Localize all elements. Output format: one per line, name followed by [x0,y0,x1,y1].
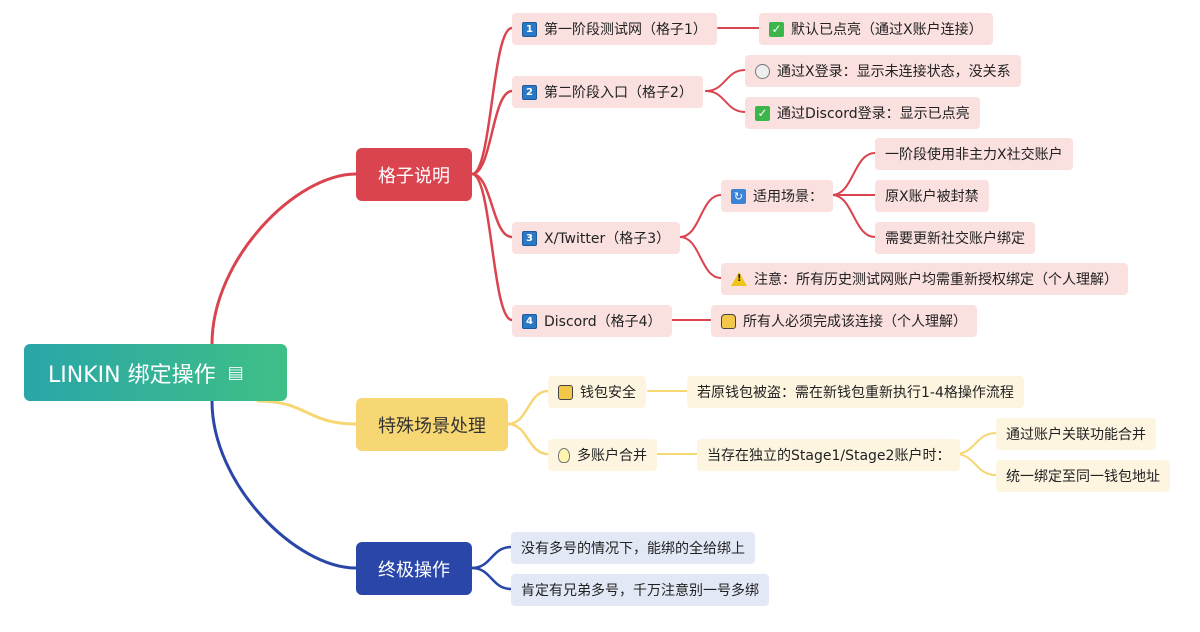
link-g3-warning [679,236,722,279]
special-multi[interactable]: 多账户合并 [548,439,657,471]
link-grid-item-3 [470,172,514,239]
grid-1-node[interactable]: 1 第一阶段测试网（格子1） [512,13,717,45]
number-1-icon: 1 [522,21,537,37]
link-ultimate-2 [470,566,513,591]
grid-3-scene[interactable]: ↻ 适用场景： [721,180,833,212]
link-g2-child-discord [705,90,746,113]
root-node[interactable]: LINKIN 绑定操作 ▤ [24,344,287,401]
link-g2-child-x [705,69,746,92]
special-multi-child[interactable]: 当存在独立的Stage1/Stage2账户时： [697,439,961,471]
ultimate-item[interactable]: 没有多号的情况下，能绑的全给绑上 [511,532,755,564]
ultimate-item-label: 没有多号的情况下，能绑的全给绑上 [521,541,745,557]
check-icon: ✓ [769,21,784,37]
special-wallet-label: 钱包安全 [580,385,636,401]
link-grid-item-1 [470,26,514,176]
link-scene-item-3 [831,194,876,238]
grid-2-child-discord[interactable]: ✓ 通过Discord登录：显示已点亮 [745,97,980,129]
grid-2-child-x-label: 通过X登录：显示未连接状态，没关系 [777,64,1011,80]
check-icon: ✓ [755,105,770,121]
link-grid-item-2 [470,89,514,176]
branch-grid[interactable]: 格子说明 [356,148,472,201]
link-multi-sub-2 [954,453,997,476]
grid-4-node[interactable]: 4 Discord（格子4） [512,305,672,337]
grid-1-child[interactable]: ✓ 默认已点亮（通过X账户连接） [759,13,993,45]
lock-icon [721,313,736,329]
special-wallet[interactable]: 钱包安全 [548,376,646,408]
multi-sub-item-label: 统一绑定至同一钱包地址 [1006,469,1160,485]
grid-2-node[interactable]: 2 第二阶段入口（格子2） [512,76,703,108]
number-3-icon: 3 [522,230,537,246]
number-4-icon: 4 [522,313,537,329]
grid-4-child-label: 所有人必须完成该连接（个人理解） [743,314,967,330]
grid-2-child-discord-label: 通过Discord登录：显示已点亮 [777,106,970,122]
scene-item[interactable]: 原X账户被封禁 [875,180,989,212]
branch-grid-label: 格子说明 [378,165,450,187]
grid-3-warning-label: 注意：所有历史测试网账户均需重新授权绑定（个人理解） [754,272,1118,288]
grid-2-child-x[interactable]: 通过X登录：显示未连接状态，没关系 [745,55,1021,87]
link-root-ultimate [210,399,358,570]
scene-item-label: 一阶段使用非主力X社交账户 [885,147,1063,163]
ultimate-item-label: 肯定有兄弟多号，千万注意别一号多绑 [521,583,759,599]
grid-3-scene-label: 适用场景： [753,189,823,205]
note-icon[interactable]: ▤ [227,362,244,383]
grid-4-child[interactable]: 所有人必须完成该连接（个人理解） [711,305,977,337]
link-scene-item-1 [831,152,876,196]
lightbulb-icon [558,447,570,463]
link-root-grid [210,172,358,346]
grid-3-node[interactable]: 3 X/Twitter（格子3） [512,222,681,254]
branch-special[interactable]: 特殊场景处理 [356,398,508,451]
multi-sub-item-label: 通过账户关联功能合并 [1006,427,1146,443]
scene-item[interactable]: 一阶段使用非主力X社交账户 [875,138,1073,170]
grid-3-label: X/Twitter（格子3） [544,231,671,247]
link-g3-scene [679,194,722,238]
link-root-special [256,399,358,426]
link-multi-sub-1 [954,432,997,455]
ultimate-item[interactable]: 肯定有兄弟多号，千万注意别一号多绑 [511,574,769,606]
special-wallet-child[interactable]: 若原钱包被盗：需在新钱包重新执行1-4格操作流程 [687,376,1024,408]
refresh-icon: ↻ [731,188,746,204]
grid-2-label: 第二阶段入口（格子2） [544,85,693,101]
special-multi-label: 多账户合并 [577,448,647,464]
scene-item-label: 需要更新社交账户绑定 [885,231,1025,247]
number-2-icon: 2 [522,84,537,100]
empty-circle-icon [755,63,770,79]
link-grid-item-4 [470,172,514,322]
grid-4-label: Discord（格子4） [544,314,662,330]
scene-item[interactable]: 需要更新社交账户绑定 [875,222,1035,254]
link-ultimate-1 [470,545,513,570]
wallet-lock-icon [558,384,573,400]
branch-special-label: 特殊场景处理 [378,415,486,437]
grid-1-child-label: 默认已点亮（通过X账户连接） [791,22,983,38]
grid-3-warning[interactable]: 注意：所有历史测试网账户均需重新授权绑定（个人理解） [721,263,1128,295]
multi-sub-item[interactable]: 通过账户关联功能合并 [996,418,1156,450]
multi-sub-item[interactable]: 统一绑定至同一钱包地址 [996,460,1170,492]
branch-ultimate-label: 终极操作 [378,559,450,581]
link-special-wallet [506,389,550,426]
root-title: LINKIN 绑定操作 [48,362,216,388]
special-multi-child-label: 当存在独立的Stage1/Stage2账户时： [707,448,951,464]
branch-ultimate[interactable]: 终极操作 [356,542,472,595]
warning-icon [731,272,747,286]
link-special-multi [506,422,550,456]
scene-item-label: 原X账户被封禁 [885,189,979,205]
special-wallet-child-label: 若原钱包被盗：需在新钱包重新执行1-4格操作流程 [697,385,1014,401]
grid-1-label: 第一阶段测试网（格子1） [544,22,707,38]
